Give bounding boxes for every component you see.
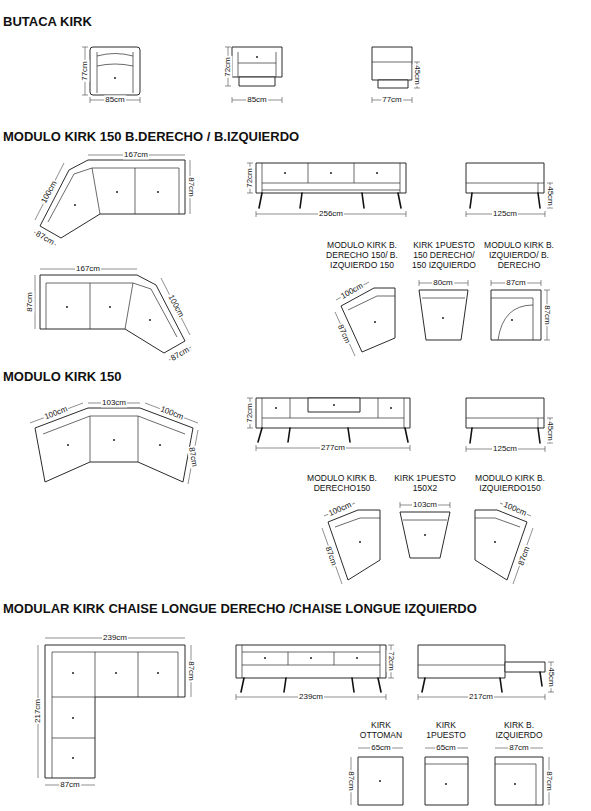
dimension-label: 87cm [186,660,195,682]
module-name: KIRK 1PUESTO [418,721,474,741]
module-name: KIRK 1PUESTO 150X2 [393,474,457,494]
module-name: MODULO KIRK B. IZQUIERDO/ B. DERECHO [482,241,556,270]
dimension-label: 72cm [245,402,254,424]
section-heading: MODULO KIRK 150 B.DERECHO / B.IZQUIERDO [2,130,300,145]
module-name: MODULO KIRK B. IZQUIERDO150 [467,474,553,494]
corner-sofa-top-view-left [35,269,191,360]
section-heading: MODULO KIRK 150 [2,370,122,385]
dimension-label: 77cm [80,60,89,82]
module-name: KIRK B. IZQUIERDO [486,721,552,741]
dimension-label: 72cm [223,56,232,78]
module-name: KIRK OTTOMAN [353,721,409,741]
section-heading: BUTACA KIRK [2,15,93,30]
dimension-label: 65cm [370,743,392,752]
corner-sofa-top-view-right [34,155,190,245]
dimension-label: 256cm [318,209,344,218]
dimension-label: 125cm [492,444,518,453]
dimension-label: 125cm [492,209,518,218]
dimension-label: 87cm [59,780,81,789]
dimension-label: 277cm [320,443,346,452]
dimension-label: 45cm [412,64,421,86]
dimension-label: 87cm [187,446,200,469]
dimension-label: 87cm [508,743,530,752]
dimension-label: 72cm [245,167,254,189]
dimension-label: 80cm [432,278,454,287]
dimension-label: 87cm [186,176,195,198]
dimension-label: 85cm [104,95,126,104]
dimension-label: 103cm [101,398,127,407]
dimension-label: 217cm [468,692,494,701]
dimension-label: 167cm [75,264,101,273]
dimension-label: 85cm [246,95,268,104]
module-name: MODULO KIRK B. DERECHO150 [304,474,380,494]
dimension-label: 72cm [386,650,395,672]
dimension-label: 45cm [545,420,554,442]
module-name: MODULO KIRK B. DERECHO 150/ B. IZQUIERDO… [320,241,404,270]
chaise-sofa-top-view [38,638,191,785]
dimension-label: 87cm [346,770,355,792]
curved-sofa-top-view [30,403,198,484]
dimension-label: 87cm [25,291,34,313]
dimension-label: 217cm [33,698,42,724]
dimension-label: 87cm [505,278,527,287]
module-pieces-chaise [351,748,549,805]
dimension-label: 65cm [435,743,457,752]
dimension-label: 77cm [381,95,403,104]
dimension-label: 167cm [123,150,149,159]
module-name: KIRK 1PUESTO 150 DERECHO/ 150 IZQUIERDO [407,241,481,270]
dimension-label: 45cm [545,185,554,207]
module-pieces-curved [322,502,533,584]
dimension-label: 45cm [546,666,555,688]
module-pieces-150 [335,280,550,356]
section-heading: MODULAR KIRK CHAISE LONGUE DERECHO /CHAI… [2,602,478,617]
dimension-label: 103cm [412,500,438,509]
dimension-label: 87cm [544,770,553,792]
dimension-label: 239cm [102,633,128,642]
dimension-label: 239cm [298,692,324,701]
dimension-label: 87cm [542,304,551,326]
